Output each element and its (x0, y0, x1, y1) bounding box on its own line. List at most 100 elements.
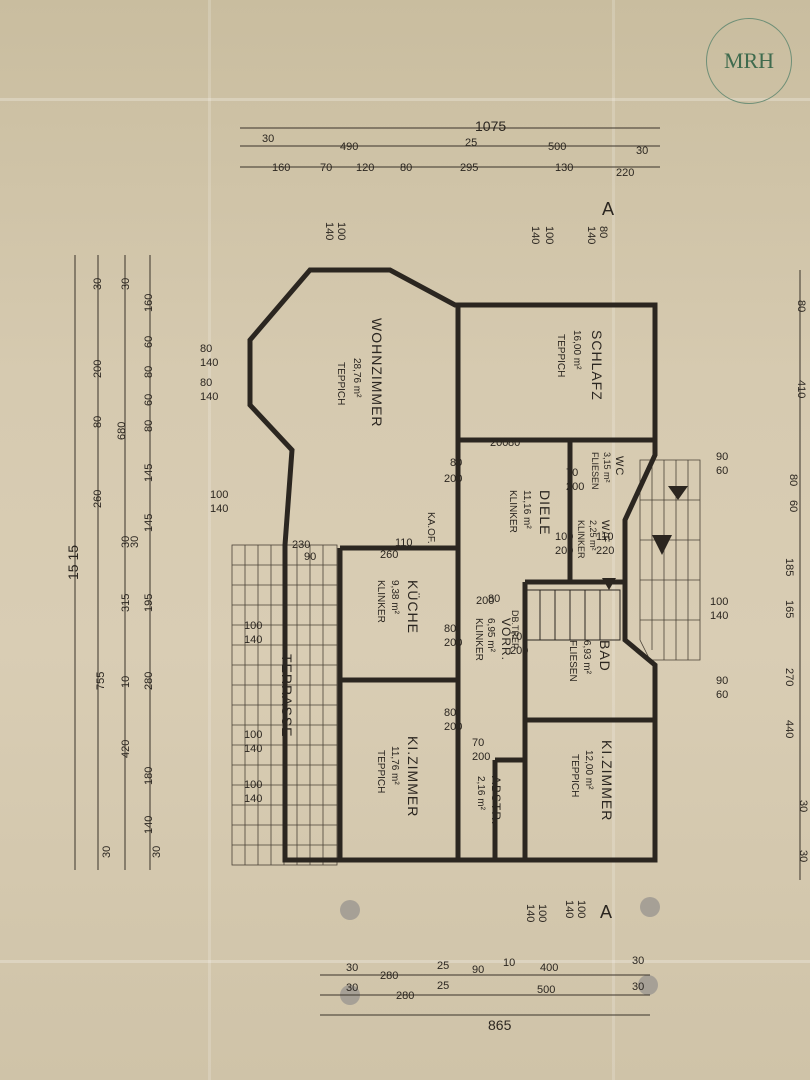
svg-text:100: 100 (335, 222, 347, 240)
dim-label: 30 (797, 850, 809, 862)
svg-text:6,93 m²: 6,93 m² (581, 640, 592, 675)
dim-label: 220 (616, 167, 634, 179)
door-label: 200 (444, 637, 462, 649)
svg-text:100: 100 (575, 900, 587, 918)
dimension-lines (74, 127, 801, 1016)
dim-label: 185 (783, 558, 795, 576)
opening-label: 140 (563, 900, 575, 918)
opening-label: 140 (244, 743, 262, 755)
dim-label: 295 (460, 162, 478, 174)
door-label: 200 (566, 481, 584, 493)
dim-label: 440 (783, 720, 795, 738)
chimney-label: KA.OF. (425, 512, 436, 544)
svg-text:140: 140 (563, 900, 575, 918)
svg-text:420: 420 (120, 740, 132, 758)
svg-text:185: 185 (783, 558, 795, 576)
svg-text:80: 80 (92, 416, 104, 428)
dim-label: 25 (437, 980, 449, 992)
svg-text:30: 30 (151, 846, 163, 858)
svg-text:KI.ZIMMER: KI.ZIMMER (599, 740, 615, 821)
svg-text:WOHNZIMMER: WOHNZIMMER (369, 318, 385, 428)
dim-label: 120 (356, 162, 374, 174)
svg-text:755: 755 (95, 672, 107, 690)
svg-text:TEPPICH: TEPPICH (335, 362, 346, 405)
dim-label: 30 (636, 145, 648, 157)
paper-fold-line (0, 98, 810, 101)
dim-label: 60 (787, 500, 799, 512)
svg-text:11,76 m²: 11,76 m² (389, 746, 400, 785)
room-label-bad: BAD 6,93 m² FLIESEN (567, 640, 613, 682)
door-label: 200 (444, 473, 462, 485)
dim-label: 100 (710, 596, 728, 608)
opening-label: 100 (536, 904, 548, 922)
svg-text:260: 260 (92, 490, 104, 508)
room-label-schlafz: SCHLAFZ 16,00 m² TEPPICH (555, 330, 605, 401)
dim-label: 30 (101, 846, 113, 858)
svg-text:165: 165 (783, 600, 795, 618)
svg-text:FLIESEN: FLIESEN (567, 640, 578, 682)
svg-text:80: 80 (787, 474, 799, 486)
opening-label: 140 (200, 391, 218, 403)
svg-text:TEPPICH: TEPPICH (569, 754, 580, 797)
opening-label: 140 (524, 904, 536, 922)
door-label: 80 (444, 707, 456, 719)
room-label-wf: W/F 2,25 m² KLINKER (576, 520, 611, 559)
dim-label: 680 (116, 422, 128, 440)
dim-label: 30 (346, 982, 358, 994)
door-label: 110 (395, 537, 413, 549)
room-label-vorr: VORR. 6,95 m² KLINKER (473, 618, 513, 661)
svg-text:ABSTR.: ABSTR. (489, 776, 503, 825)
room-label-kizimmer-1: KI.ZIMMER 11,76 m² TEPPICH (375, 736, 421, 817)
svg-text:60: 60 (143, 394, 155, 406)
svg-text:BAD: BAD (597, 640, 613, 672)
dim-label: 500 (548, 141, 566, 153)
door-label: 260 (380, 549, 398, 561)
opening-label: 140 (585, 226, 597, 244)
dim-label: 280 (396, 990, 414, 1002)
dim-label: 30 (632, 981, 644, 993)
svg-text:KLINKER: KLINKER (375, 580, 386, 623)
svg-text:30: 30 (120, 278, 132, 290)
room-label-kueche: KÜCHE 9,38 m² KLINKER (375, 580, 422, 634)
svg-text:KÜCHE: KÜCHE (405, 580, 422, 634)
svg-text:30: 30 (101, 846, 113, 858)
dim-label: 70 (320, 162, 332, 174)
section-mark: A (600, 902, 613, 922)
door-label: 80 (508, 437, 520, 449)
dim-label: 30 (632, 955, 644, 967)
svg-text:30: 30 (797, 850, 809, 862)
svg-text:100: 100 (543, 226, 555, 244)
svg-text:140: 140 (524, 904, 536, 922)
svg-text:28,76 m²: 28,76 m² (351, 358, 362, 398)
punch-hole-icon (340, 900, 360, 920)
svg-text:KLINKER: KLINKER (473, 618, 484, 661)
opening-label: 80 (200, 343, 212, 355)
dim-label: 80 (143, 366, 155, 378)
svg-text:140: 140 (143, 816, 155, 834)
dim-label: 90 (472, 964, 484, 976)
dim-label: 80 (787, 474, 799, 486)
svg-text:280: 280 (143, 672, 155, 690)
svg-text:WC: WC (613, 456, 625, 476)
dim-label: 130 (555, 162, 573, 174)
paper-fold-line (0, 960, 810, 963)
svg-text:12,00 m²: 12,00 m² (583, 750, 594, 790)
dim-label: 30 (262, 133, 274, 145)
walls (247, 267, 658, 863)
opening-label: 140 (323, 222, 335, 240)
dim-label: 80 (92, 416, 104, 428)
svg-text:145: 145 (143, 464, 155, 482)
dim-label: 30 (151, 846, 163, 858)
svg-text:680: 680 (116, 422, 128, 440)
svg-text:11,16 m²: 11,16 m² (521, 490, 532, 529)
svg-text:SCHLAFZ: SCHLAFZ (589, 330, 605, 401)
opening-label: 140 (529, 226, 541, 244)
svg-text:FLIESEN: FLIESEN (590, 452, 600, 490)
svg-text:TERRASSE: TERRASSE (279, 654, 295, 737)
door-label: 80 (450, 457, 462, 469)
dim-label: 315 (120, 594, 132, 612)
svg-text:60: 60 (143, 336, 155, 348)
dim-label: 60 (716, 465, 728, 477)
door-label: 70 (566, 467, 578, 479)
dim-total-bottom: 865 (488, 1017, 512, 1033)
